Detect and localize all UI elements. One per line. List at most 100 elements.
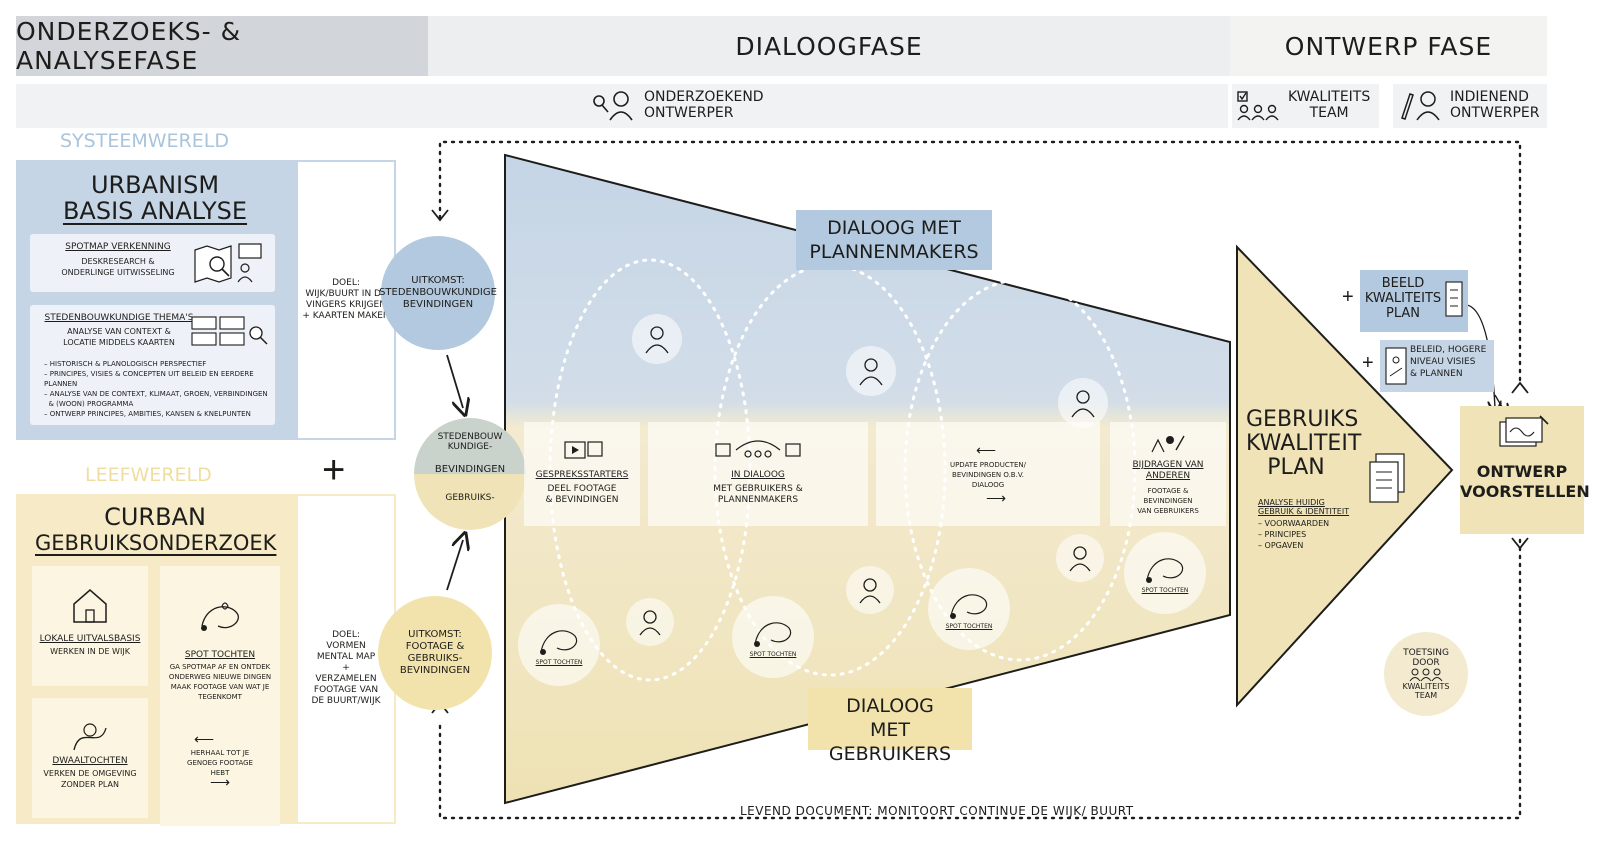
role-quality-team: KWALITEITS TEAM — [1236, 88, 1370, 122]
person-icon — [645, 326, 669, 354]
planner-avatar-1 — [632, 314, 682, 364]
team-icon — [1237, 91, 1279, 121]
user-avatar-2 — [846, 566, 894, 614]
spotmap-walk-icon — [540, 630, 578, 655]
footage-icon — [564, 441, 603, 459]
arrow-left-icon: ⟵ — [194, 731, 215, 747]
arrow-right-icon: ⟶ — [986, 490, 1007, 506]
step-title: GESPREKSSTARTERS — [535, 470, 629, 480]
spot-tour-circle-3: SPOT TOCHTEN — [928, 568, 1010, 650]
planner-avatar-3 — [1058, 378, 1108, 428]
step-contributions: BIJDRAGEN VAN ANDEREN FOOTAGE & BEVINDIN… — [1110, 422, 1226, 526]
role-label: ONDERZOEKEND ONTWERPER — [644, 89, 764, 121]
spot-tour-circle-2: SPOT TOCHTEN — [732, 596, 814, 678]
living-document-footer: LEVEND DOCUMENT: MONITOORT CONTINUE DE W… — [740, 804, 1134, 818]
local-base-card: LOKALE UITVALSBASIS WERKEN IN DE WIJK — [32, 566, 148, 686]
user-avatar-3 — [1056, 534, 1104, 582]
life-world-goal: DOEL: VORMEN MENTAL MAP + VERZAMELEN FOO… — [311, 630, 381, 706]
merged-bot: GEBRUIKS- — [445, 493, 495, 503]
design-proposals-card: ONTWERP VOORSTELLEN — [1460, 406, 1590, 534]
merged-top: STEDENBOUW KUNDIGE- — [437, 432, 503, 452]
map-search-icon — [194, 243, 262, 283]
plan-subtitle: ANALYSE HUIDIG GEBRUIK & IDENTITEIT — [1258, 498, 1350, 516]
spot-tour-circle-1: SPOT TOCHTEN — [518, 604, 600, 686]
role-submitting-designer: INDIENEND ONTWERPER — [1398, 88, 1539, 122]
spotmap-walk-icon — [754, 622, 792, 647]
step-conversation-starters: GESPREKSSTARTERS DEEL FOOTAGE & BEVINDIN… — [524, 422, 640, 526]
design-proposals-label: ONTWERP VOORSTELLEN — [1460, 462, 1590, 501]
step-sub: MET GEBRUIKERS & PLANNENMAKERS — [713, 484, 803, 505]
merged-findings-circle: STEDENBOUW KUNDIGE- BEVINDINGEN GEBRUIKS… — [414, 418, 526, 530]
user-avatar-1 — [626, 598, 674, 646]
review-team-label: KWALITEITS TEAM — [1402, 682, 1450, 700]
feedback-loop — [438, 140, 1522, 387]
plus-sign: + — [322, 448, 346, 492]
urban-themes-list: – HISTORISCH & PLANOLOGISCH PERSPECTIEF … — [30, 359, 275, 419]
spot-tours-sub: GA SPOTMAP AF EN ONTDEK ONDERWEG NIEUWE … — [168, 663, 272, 701]
urbanism-title-line2: BASIS ANALYSE — [62, 197, 248, 225]
image-quality-card: BEELD KWALITEITS PLAN — [1360, 270, 1468, 332]
loop-arrowhead-down — [431, 209, 449, 222]
arrow-left-icon: ⟵ — [976, 442, 997, 458]
plan-item: – VOORWAARDEN — [1258, 519, 1330, 528]
local-base-sub: WERKEN IN DE WIJK — [50, 647, 130, 656]
wander-card: DWAALTOCHTEN VERKEN DE OMGEVING ZONDER P… — [32, 698, 148, 818]
arrow-urban-to-merge — [446, 354, 463, 408]
person-icon — [639, 610, 661, 636]
urban-themes-sub: ANALYSE VAN CONTEXT & LOCATIE MIDDELS KA… — [63, 327, 175, 347]
role-researching-designer: ONDERZOEKEND ONTWERPER — [590, 88, 764, 122]
wander-sub: VERKEN DE OMGEVING ZONDER PLAN — [43, 769, 137, 789]
spotmap-walk-icon — [950, 594, 988, 619]
planner-avatar-2 — [846, 346, 896, 396]
step-update: ⟵ UPDATE PRODUCTEN/ BEVINDINGEN O.B.V. D… — [876, 422, 1100, 526]
spot-tours-card: SPOT TOCHTEN GA SPOTMAP AF EN ONTDEK OND… — [160, 566, 280, 826]
spot-tour-label: SPOT TOCHTEN — [535, 659, 583, 666]
policy-doc-icon — [1385, 347, 1407, 385]
urban-themes-card: STEDENBOUWKUNDIGE THEMA'S ANALYSE VAN CO… — [30, 305, 275, 425]
review-circle: TOETSING DOOR KWALITEITS TEAM — [1384, 632, 1468, 716]
maps-icon — [191, 316, 268, 346]
spotmap-sub: DESKRESEARCH & ONDERLINGE UITWISSELING — [61, 257, 175, 277]
urbanism-title: URBANISM BASIS ANALYSE — [40, 172, 270, 224]
person-icon — [859, 578, 881, 604]
pencil-person-icon — [1401, 91, 1440, 121]
curban-title: CURBAN GEBRUIKSONDERZOEK — [35, 504, 276, 556]
theme-bullet: – ANALYSE VAN DE CONTEXT, KLIMAAT, GROEN… — [44, 390, 268, 398]
feedback-loop-bottom — [438, 538, 1522, 820]
researcher-icon — [593, 91, 633, 121]
loop-arrowhead-top — [1511, 381, 1529, 394]
phase-dialog: DIALOOGFASE — [428, 16, 1230, 76]
drawings-icon — [1499, 415, 1549, 447]
spotmap-walk-icon — [1146, 558, 1184, 583]
group-dialog-icon — [715, 440, 801, 458]
person-icon — [859, 358, 883, 386]
urbanism-title-line1: URBANISM — [90, 171, 220, 199]
theme-bullet: & (WOON) PROGRAMMA — [48, 400, 134, 408]
outcome-usage-circle: UITKOMST: FOOTAGE & GEBRUIKS- BEVINDINGE… — [378, 596, 492, 710]
local-base-title: LOKALE UITVALSBASIS — [39, 634, 141, 644]
merged-mid: BEVINDINGEN — [434, 464, 506, 475]
role-label: INDIENEND ONTWERPER — [1450, 89, 1540, 121]
step-title: BIJDRAGEN VAN ANDEREN — [1132, 460, 1204, 481]
spotmap-card: SPOTMAP VERKENNING DESKRESEARCH & ONDERL… — [30, 234, 275, 292]
document-icon — [1445, 281, 1463, 317]
house-icon — [73, 589, 107, 623]
phase-research: ONDERZOEKS- & ANALYSEFASE — [16, 16, 428, 76]
plan-item: – OPGAVEN — [1258, 541, 1304, 550]
step-title: UPDATE PRODUCTEN/ BEVINDINGEN O.B.V. DIA… — [949, 461, 1027, 489]
spotmap-walk-icon — [201, 602, 239, 631]
theme-bullet: – HISTORISCH & PLANOLOGISCH PERSPECTIEF — [44, 360, 207, 368]
theme-bullet: – ONTWERP PRINCIPES, AMBITIES, KANSEN & … — [44, 410, 251, 418]
spotmap-title: SPOTMAP VERKENNING — [65, 242, 171, 252]
dialog-users-label: DIALOOG MET GEBRUIKERS — [808, 688, 972, 765]
contributions-icon — [1151, 435, 1185, 453]
system-world-goal-panel — [296, 160, 396, 440]
policy-label: BELEID, HOGERE NIVEAU VISIES & PLANNEN — [1410, 345, 1487, 379]
review-label: TOETSING DOOR — [1403, 648, 1449, 668]
wander-title: DWAALTOCHTEN — [52, 756, 128, 766]
plan-items: – VOORWAARDEN – PRINCIPES – OPGAVEN — [1258, 518, 1329, 551]
system-world-label: SYSTEEMWERELD — [60, 130, 229, 152]
plan-arrow — [1236, 244, 1454, 708]
role-label: KWALITEITS TEAM — [1288, 89, 1371, 121]
arrow-usage-to-merge — [446, 540, 463, 591]
